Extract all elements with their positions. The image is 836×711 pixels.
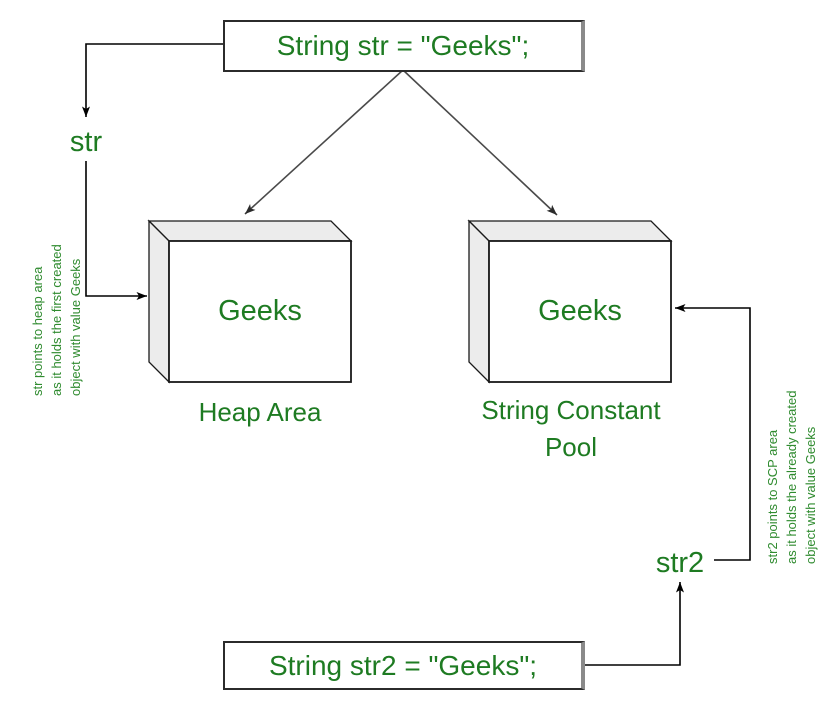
str2-note: str2 points to SCP area as it holds the … <box>763 314 825 580</box>
str-note-line2: as it holds the first created <box>49 244 64 396</box>
scp-object-value: Geeks <box>489 241 671 382</box>
arrow-bottombox-to-str2 <box>583 582 684 666</box>
scp-cube <box>467 219 673 384</box>
heap-object-text: Geeks <box>218 295 302 327</box>
arrow-topbox-to-heap-cube <box>244 69 404 215</box>
str-pointer-label: str <box>69 126 103 158</box>
str2-note-line1: str2 points to SCP area <box>765 429 780 564</box>
top-code-box: String str = "Geeks"; <box>223 20 585 72</box>
str2-pointer-label: str2 <box>655 547 705 579</box>
str2-note-line2: as it holds the already created <box>784 390 799 564</box>
str2-note-line3: object with value Geeks <box>803 426 818 564</box>
str-note-line1: str points to heap area <box>30 266 45 396</box>
arrow-topbox-to-scp-cube <box>402 69 558 216</box>
heap-area-caption: Heap Area <box>198 397 322 427</box>
string-constant-pool-caption: String Constant Pool <box>481 395 661 462</box>
bottom-code-text: String str2 = "Geeks"; <box>268 649 538 681</box>
heap-cube <box>147 219 353 384</box>
arrow-topbox-to-str <box>82 43 223 117</box>
arrow-str-to-heap-cube <box>85 161 147 300</box>
scp-object-text: Geeks <box>538 295 622 327</box>
arrow-str2-to-scp-cube <box>675 304 751 561</box>
str-note-line3: object with value Geeks <box>68 258 83 396</box>
bottom-code-box: String str2 = "Geeks"; <box>223 641 585 690</box>
str-note: str points to heap area as it holds the … <box>28 146 88 408</box>
heap-object-value: Geeks <box>169 241 351 382</box>
top-code-text: String str = "Geeks"; <box>276 30 530 61</box>
